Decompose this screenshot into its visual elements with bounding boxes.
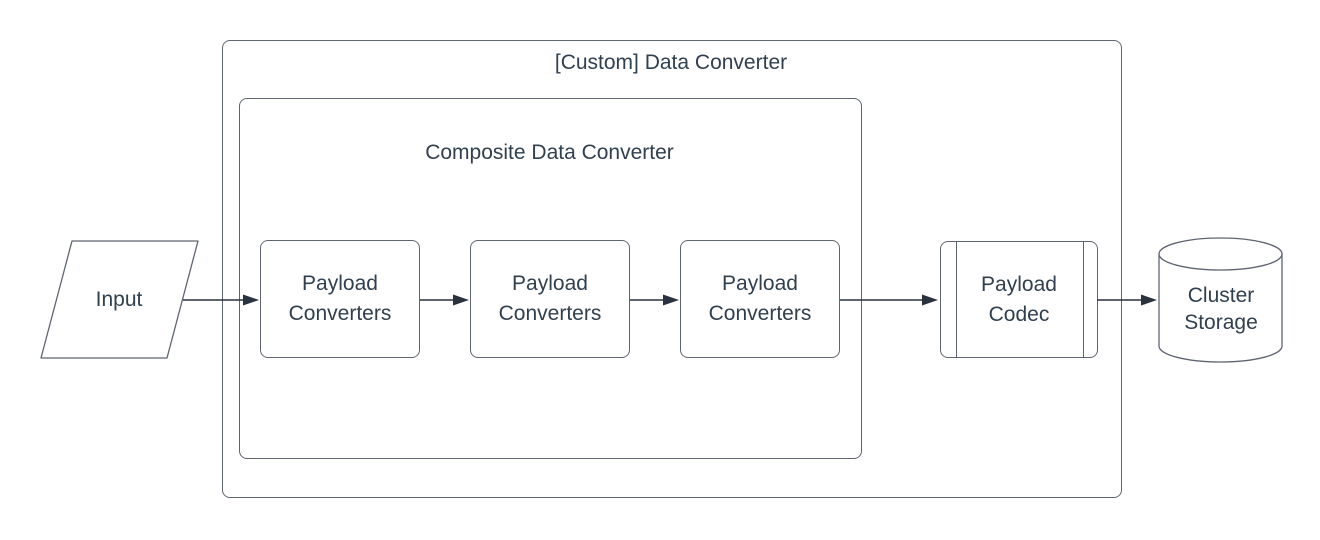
composite-data-converter-label: Composite Data Converter: [425, 141, 674, 164]
input-label: Input: [95, 288, 143, 311]
cluster-storage-cylinder-body: [1158, 254, 1283, 363]
payload-codec-label: Payload Codec: [981, 272, 1057, 326]
cluster-storage-label: Cluster Storage: [1184, 284, 1258, 334]
flow-arrow-converter2-to-converter3: [630, 294, 679, 306]
flow-arrow-converter1-to-converter2: [420, 294, 469, 306]
predefined-process-side-bars: [956, 242, 1084, 357]
input-parallelogram-shape: [40, 240, 199, 359]
custom-data-converter-container: [222, 40, 1122, 498]
payload-codec-box: Payload Codec: [940, 241, 1098, 358]
payload-converters-label: Payload Converters: [498, 272, 602, 325]
cluster-storage-cylinder-top: [1158, 237, 1283, 271]
flow-arrow-codec-to-storage: [1097, 294, 1157, 306]
composite-data-converter-container: [239, 98, 862, 459]
payload-converters-label: Payload Converters: [708, 272, 812, 325]
payload-converters-box-2: Payload Converters: [470, 240, 630, 358]
payload-converters-box-1: Payload Converters: [260, 240, 420, 358]
flow-arrow-input-to-converter1: [183, 294, 259, 306]
payload-converters-label: Payload Converters: [288, 272, 392, 325]
custom-data-converter-label: [Custom] Data Converter: [554, 51, 788, 74]
flow-arrow-converter3-to-codec: [840, 294, 938, 306]
payload-converters-box-3: Payload Converters: [680, 240, 840, 358]
